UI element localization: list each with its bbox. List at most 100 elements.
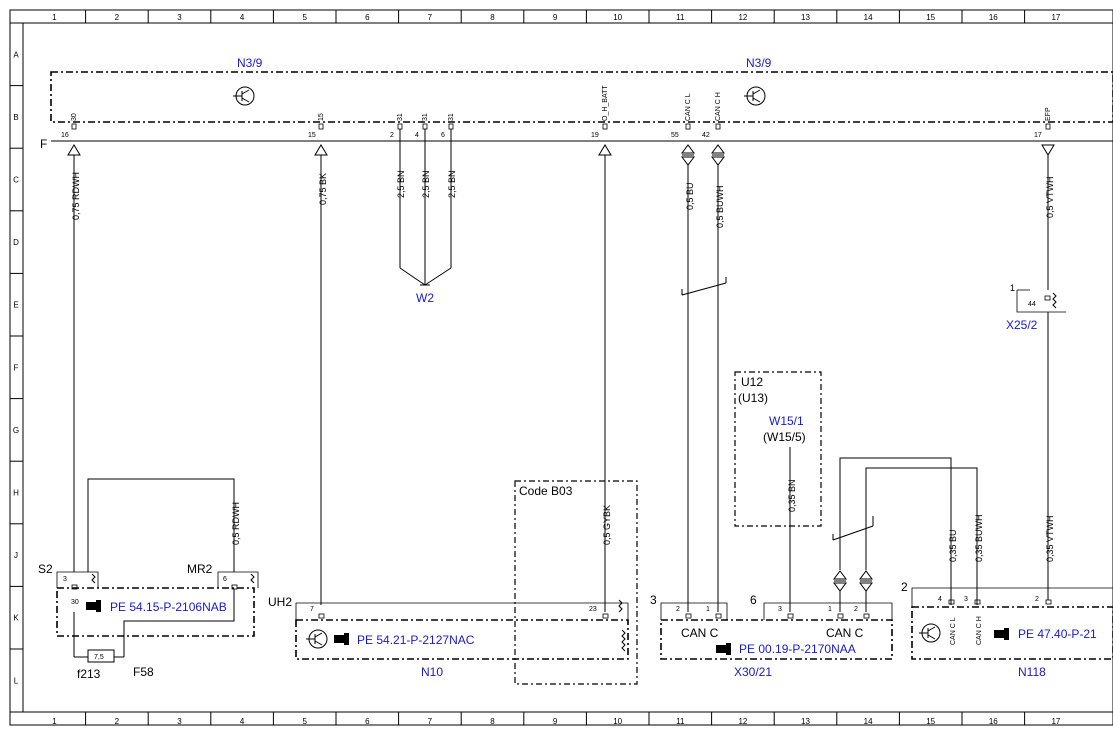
arrow-down-icon	[1041, 144, 1055, 156]
x30-num-6: 6	[750, 593, 757, 607]
n118-label: N118	[1018, 665, 1046, 679]
pin-label: O_H_BATT	[602, 85, 609, 121]
mr2-pin-6: 6	[223, 576, 227, 583]
uh2-label: UH2	[268, 595, 292, 609]
grid-column-label: 10	[613, 717, 622, 726]
x30-pin-2b: 2	[854, 606, 858, 613]
grid-column-label: 14	[864, 717, 873, 726]
pin-label: EFP	[1045, 107, 1052, 121]
n10-pin-23: 23	[589, 606, 597, 613]
pe-n118-link[interactable]: PE 47.40-P-21	[1018, 627, 1097, 641]
mr2-label: MR2	[187, 562, 213, 576]
wire-label-vtwh: 0,5 VTWH	[1045, 176, 1055, 218]
x25-pin-1: 1	[1010, 283, 1015, 293]
pin-number: 4	[415, 132, 419, 139]
u12-label: U12	[741, 375, 763, 389]
wire-label-bn: 2,5 BN	[396, 170, 406, 198]
grid-column-label: 8	[490, 13, 495, 22]
grid-column-label: 16	[989, 717, 998, 726]
wire-label-rdwh: 0,75 RDWH	[71, 172, 81, 220]
code-b03-label: Code B03	[519, 484, 573, 498]
n118-pin-3: 3	[964, 596, 968, 603]
arrow-up-icon	[598, 144, 612, 156]
grid-column-label: 13	[801, 717, 810, 726]
s2-pin-3: 3	[63, 576, 67, 583]
n118-pin-2: 2	[1035, 596, 1039, 603]
pin-number: 15	[308, 132, 316, 139]
transistor-icon	[233, 86, 255, 106]
pe-x30-link[interactable]: PE 00.19-P-2170NAA	[739, 642, 856, 656]
grid-column-label: 2	[115, 717, 120, 726]
x30-pin-1b: 1	[828, 606, 832, 613]
pin-label: 31	[422, 113, 429, 121]
n10-outline	[295, 619, 629, 660]
document-reference-icon	[334, 633, 349, 645]
w2-label: W2	[416, 291, 434, 305]
x25-2-connector: 44	[1016, 289, 1066, 313]
pin-label: 31	[397, 113, 404, 121]
grid-row-label: F	[14, 363, 19, 372]
x30-can-c-left: CAN C	[681, 626, 719, 640]
grid-column-label: 15	[926, 717, 935, 726]
f213-label: f213	[77, 667, 101, 681]
document-reference-icon	[994, 628, 1009, 640]
u13-label: (U13)	[738, 391, 768, 405]
pe-n10-link[interactable]: PE 54.21-P-2127NAC	[357, 633, 475, 647]
arrow-bidirectional-icon	[859, 570, 873, 592]
grid-column-label: 11	[676, 13, 685, 22]
x30-pin-3: 3	[778, 606, 782, 613]
grid-column-label: 11	[676, 717, 685, 726]
n118-outline	[911, 606, 1113, 660]
grid-column-label: 7	[428, 13, 433, 22]
grid-column-label: 1	[52, 13, 57, 22]
grid-column-label: 1	[52, 717, 57, 726]
grid-labels: 1122334455667788991010111112121313141415…	[10, 10, 1061, 726]
n118-pin-canl: CAN C L	[950, 617, 957, 645]
x30-can-c-right: CAN C	[826, 626, 864, 640]
arrow-up-icon	[314, 144, 328, 156]
grid-column-label: 3	[177, 717, 182, 726]
pin-number: 17	[1034, 132, 1042, 139]
x30-pin-2: 2	[676, 606, 680, 613]
f58-label: F58	[133, 665, 154, 679]
grid-row-label: H	[13, 489, 19, 498]
n10-label: N10	[421, 665, 443, 679]
grid-row-label: A	[13, 50, 19, 59]
w15-5-label: (W15/5)	[763, 430, 806, 444]
document-reference-icon	[86, 600, 101, 612]
f58-outline	[56, 587, 255, 637]
grid-column-label: 13	[801, 13, 810, 22]
arrow-bidirectional-icon	[711, 144, 725, 166]
pin-label: CAN C H	[715, 92, 722, 121]
grid-column-label: 8	[490, 717, 495, 726]
n39-left-label: N3/9	[237, 56, 263, 70]
x30-connector-b	[763, 602, 893, 620]
pe-f58-link[interactable]: PE 54.15-P-2106NAB	[110, 600, 227, 614]
n10-pin-7: 7	[310, 606, 314, 613]
n118-can-wires	[832, 457, 978, 605]
wire-label-bk: 0,75 BK	[318, 173, 328, 205]
transistor-icon	[919, 623, 941, 643]
fuse-value: 7,5	[94, 654, 104, 661]
n118-num-2: 2	[901, 580, 908, 594]
n39-outline	[50, 71, 1113, 123]
arrow-bidirectional-icon	[833, 570, 847, 592]
grid-column-label: 4	[240, 717, 245, 726]
pin-number: 42	[702, 132, 710, 139]
x25-pin-44: 44	[1028, 301, 1036, 308]
wire-label-vtwh035: 0,35 VTWH	[1045, 515, 1055, 562]
code-b03-outline	[514, 480, 638, 685]
grid-row-label: L	[14, 676, 19, 685]
x30-connector	[660, 602, 728, 620]
grid-column-label: 15	[926, 13, 935, 22]
wire-label-bu035: 0,35 BU	[948, 529, 958, 562]
s2-label: S2	[38, 562, 53, 576]
frame	[9, 9, 1113, 726]
grid-row-label: J	[14, 551, 18, 560]
n118-connector	[911, 587, 1113, 607]
grid-column-label: 7	[428, 717, 433, 726]
grid-column-label: 17	[1051, 717, 1060, 726]
grid-column-label: 6	[365, 717, 370, 726]
pin-number: 55	[671, 132, 679, 139]
